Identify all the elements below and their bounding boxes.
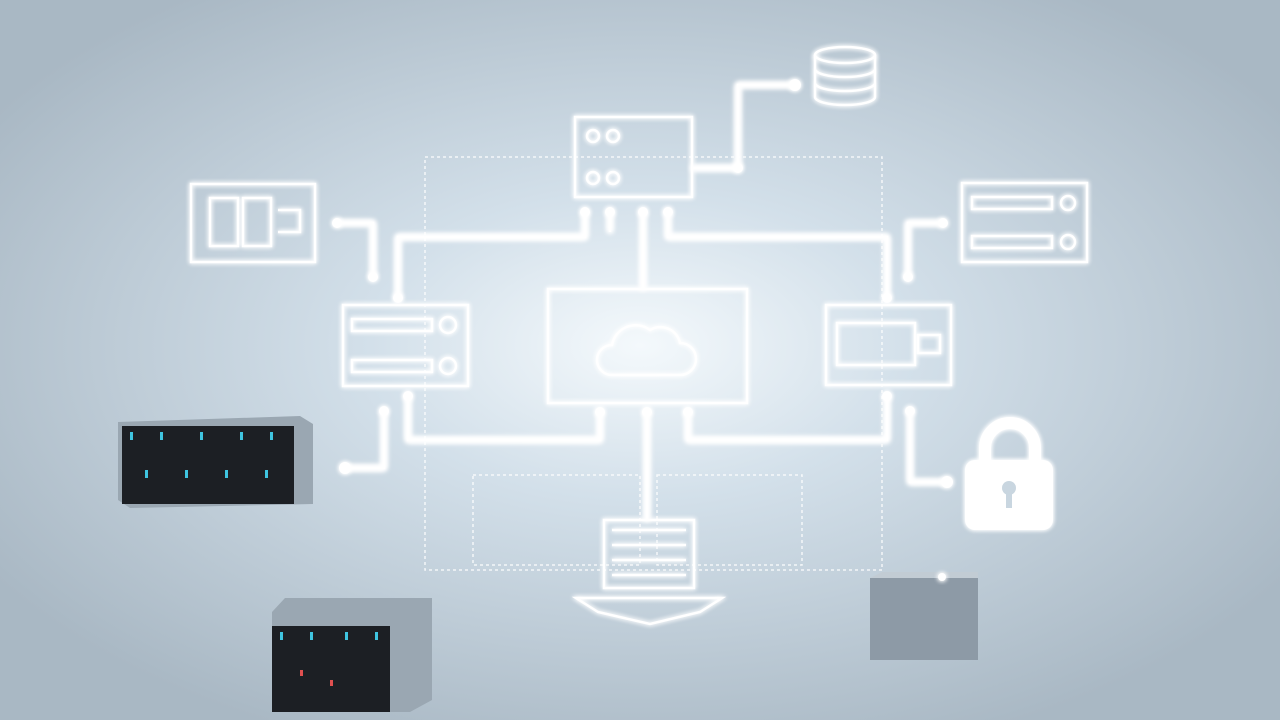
lock-icon (965, 417, 1053, 530)
network-card-icon (824, 303, 953, 387)
connector-dots (332, 79, 953, 488)
storage-box (870, 572, 978, 660)
server-icon-right (960, 181, 1089, 264)
cloud-icon (546, 287, 749, 405)
laptop-icon (571, 518, 727, 626)
server-hardware-bottom (272, 598, 432, 712)
rack-panel-icon (189, 182, 317, 264)
server-icon (573, 115, 694, 199)
connector-lines (337, 83, 947, 520)
database-icon (813, 45, 877, 107)
server-icon-left (341, 303, 470, 388)
server-hardware (118, 416, 313, 508)
